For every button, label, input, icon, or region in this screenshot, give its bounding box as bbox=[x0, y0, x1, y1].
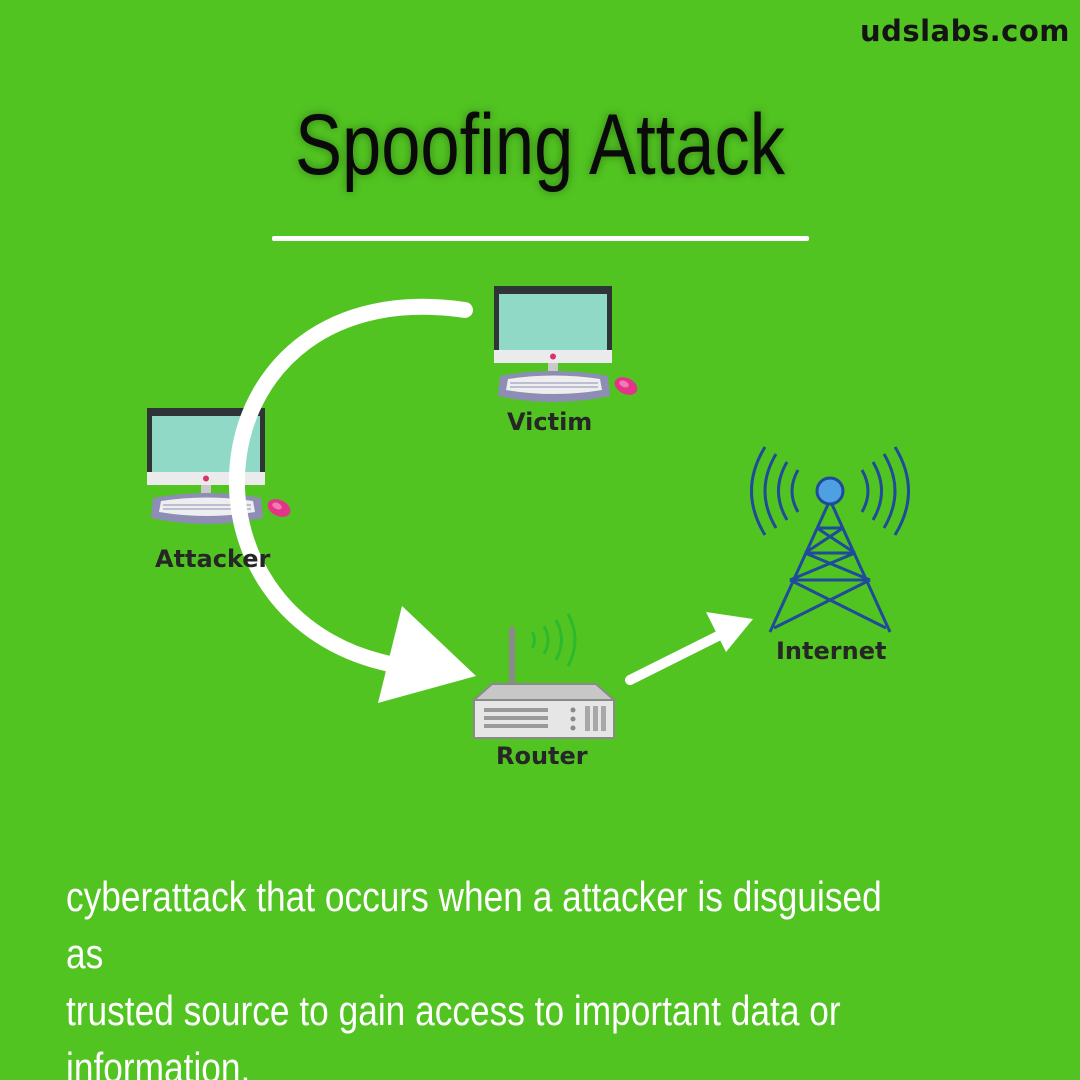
site-url: udslabs.com bbox=[859, 14, 1070, 48]
victim-label: Victim bbox=[507, 408, 593, 436]
page-title: Spoofing Attack bbox=[294, 97, 786, 193]
attacker-label: Attacker bbox=[155, 545, 271, 573]
router-label: Router bbox=[496, 742, 588, 770]
router-to-internet-arrow bbox=[625, 612, 753, 685]
description: cyberattack that occurs when a attacker … bbox=[66, 868, 906, 1080]
internet-tower-icon bbox=[750, 446, 910, 633]
internet-label: Internet bbox=[776, 637, 887, 665]
title-divider bbox=[272, 236, 809, 241]
victim-computer-icon bbox=[493, 285, 641, 403]
spoof-curved-arrow bbox=[229, 298, 476, 703]
router-icon bbox=[471, 613, 617, 739]
description-line-1: cyberattack that occurs when a attacker … bbox=[66, 873, 882, 977]
description-line-2: trusted source to gain access to importa… bbox=[66, 987, 841, 1080]
attacker-computer-icon bbox=[146, 407, 294, 525]
